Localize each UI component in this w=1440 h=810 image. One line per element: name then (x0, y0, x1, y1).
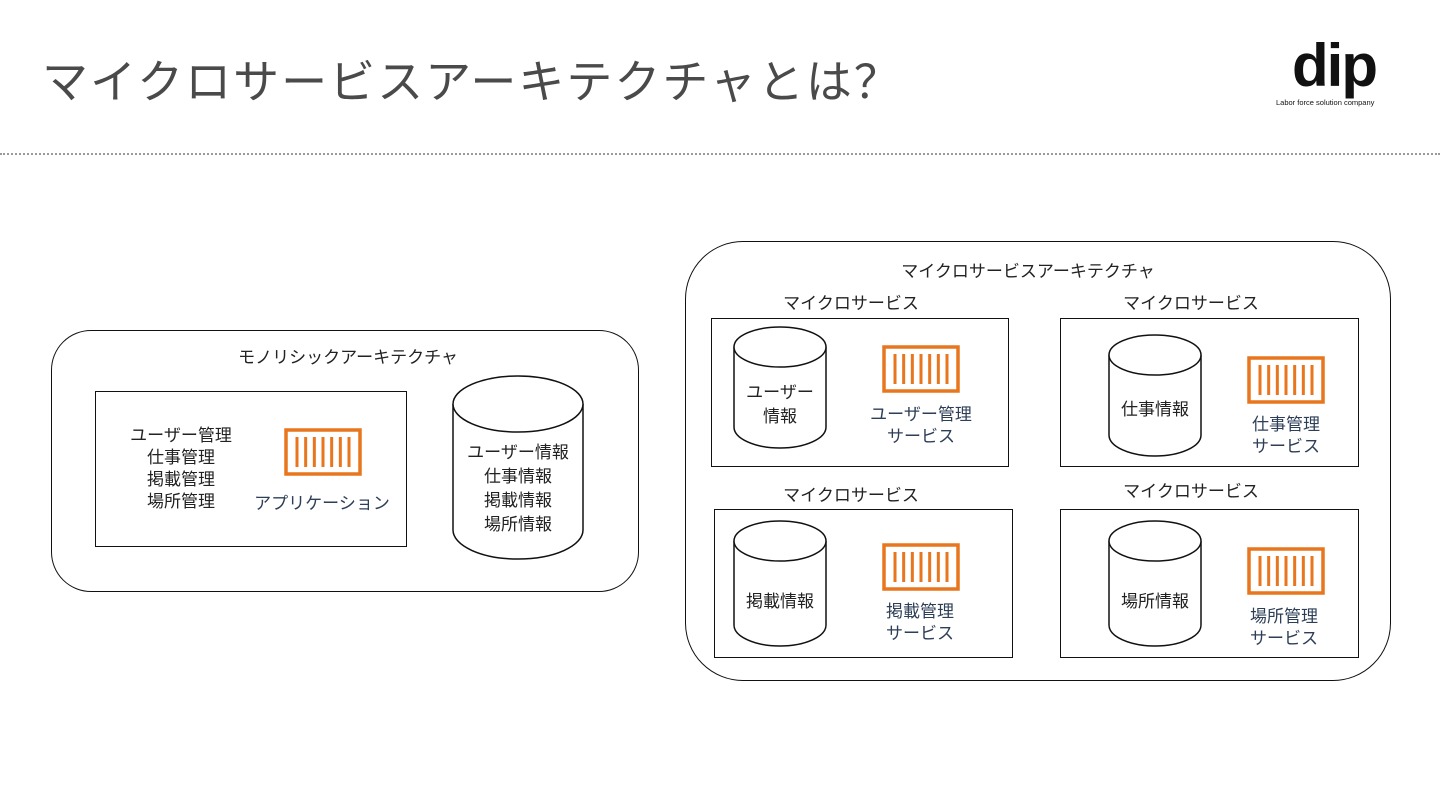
company-logo: dip Labor force solution company (1276, 36, 1416, 110)
service-label: 掲載管理 サービス (886, 602, 954, 644)
service-label: 場所管理 サービス (1250, 607, 1318, 649)
job-info-database: 仕事情報 (1108, 334, 1202, 457)
microservice-heading: マイクロサービス (1123, 482, 1259, 502)
service-label: ユーザー管理 サービス (870, 405, 972, 447)
database-label: ユーザー 情報 (746, 383, 814, 427)
logo-wordmark: dip (1292, 32, 1378, 99)
microservice-heading: マイクロサービス (1123, 294, 1259, 314)
monolith-function-list: ユーザー管理 仕事管理 掲載管理 場所管理 (115, 425, 247, 513)
header-divider (0, 153, 1440, 155)
database-label: 仕事情報 (1121, 400, 1189, 420)
function-item: ユーザー管理 (130, 426, 232, 446)
posting-info-database: 掲載情報 (733, 520, 827, 647)
container-icon (284, 428, 362, 476)
monolith-database: ユーザー情報 仕事情報 掲載情報 場所情報 (452, 375, 584, 560)
logo-tagline: Labor force solution company (1276, 98, 1375, 107)
database-label: ユーザー情報 仕事情報 掲載情報 場所情報 (467, 443, 569, 535)
microservices-title: マイクロサービスアーキテクチャ (901, 262, 1155, 282)
user-info-database: ユーザー 情報 (733, 326, 827, 449)
container-icon (1247, 547, 1325, 595)
database-label: 場所情報 (1121, 592, 1189, 612)
function-item: 仕事管理 (147, 448, 215, 468)
microservice-heading: マイクロサービス (783, 486, 919, 506)
monolith-title: モノリシックアーキテクチャ (238, 348, 458, 368)
application-label: アプリケーション (254, 494, 390, 514)
database-label: 掲載情報 (746, 592, 814, 612)
slide-title: マイクロサービスアーキテクチャとは？ (42, 55, 902, 109)
container-icon (882, 345, 960, 393)
service-label: 仕事管理 サービス (1252, 415, 1320, 457)
function-item: 場所管理 (147, 492, 215, 512)
container-icon (1247, 356, 1325, 404)
location-info-database: 場所情報 (1108, 520, 1202, 647)
monolith-application-box (95, 391, 407, 547)
container-icon (882, 543, 960, 591)
microservice-heading: マイクロサービス (783, 294, 919, 314)
function-item: 掲載管理 (147, 470, 215, 490)
